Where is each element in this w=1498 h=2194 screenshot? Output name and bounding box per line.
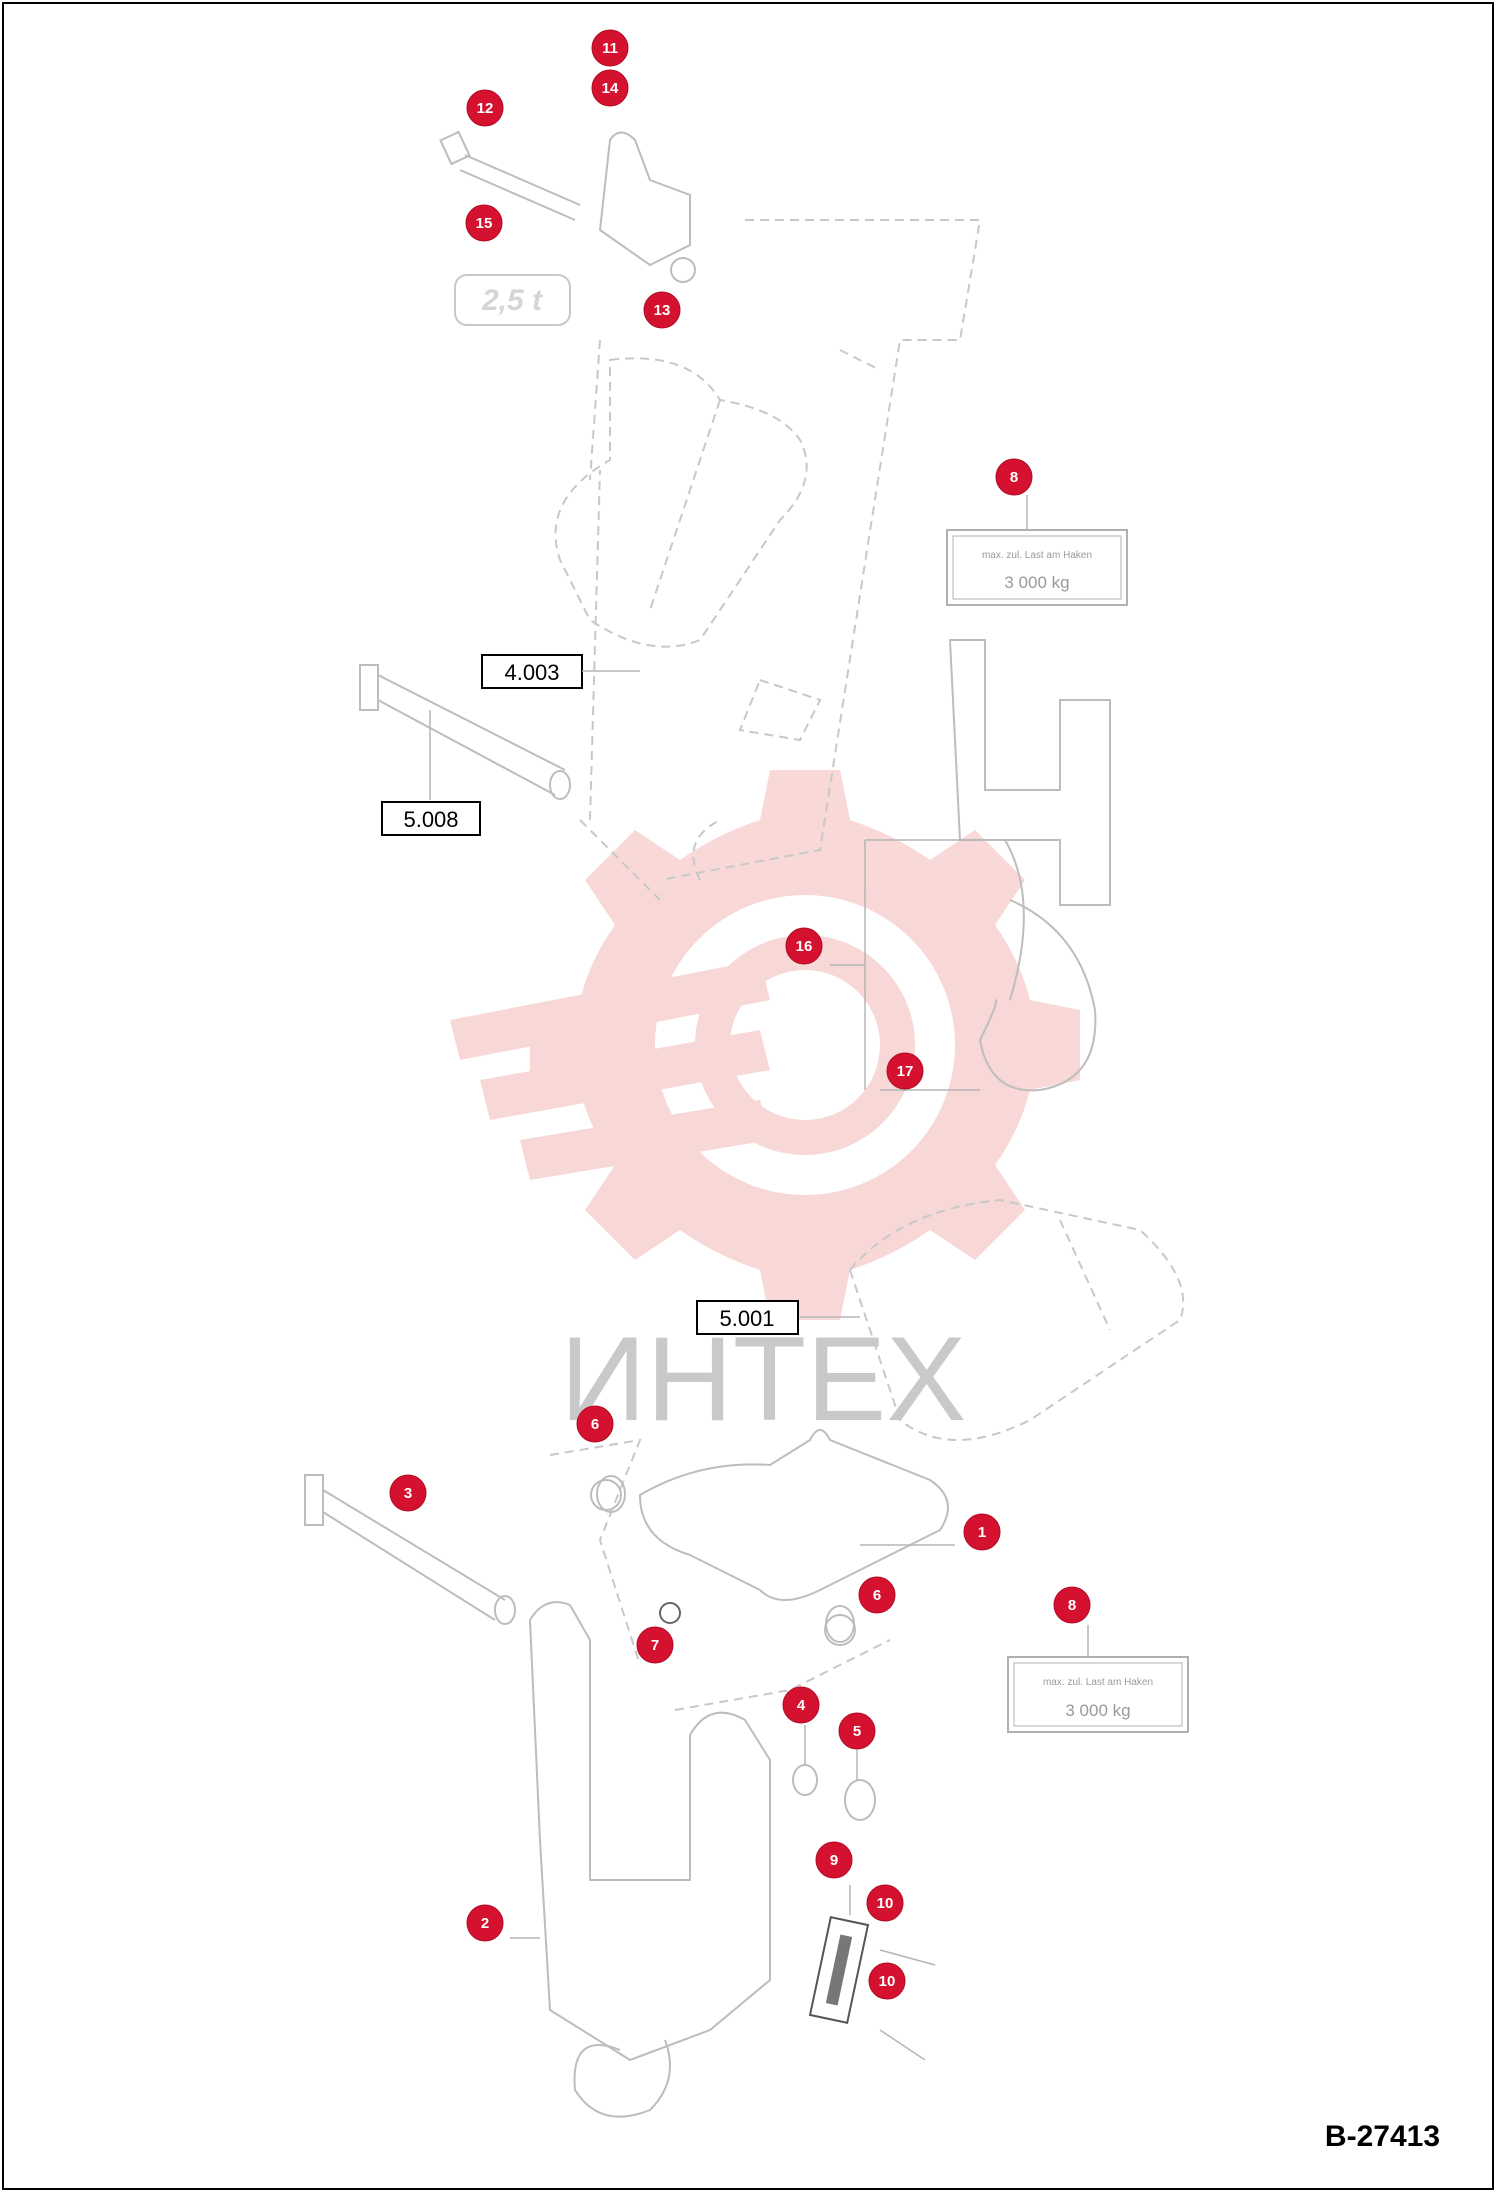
callout-15[interactable]: 15	[465, 204, 503, 242]
callout-12[interactable]: 12	[466, 89, 504, 127]
callout-8-upper[interactable]: 8	[995, 458, 1033, 496]
svg-text:8: 8	[1010, 469, 1018, 486]
callout-3[interactable]: 3	[389, 1474, 427, 1512]
svg-text:12: 12	[477, 100, 494, 117]
svg-text:1: 1	[978, 1524, 986, 1541]
svg-text:5.001: 5.001	[719, 1306, 774, 1331]
callout-4[interactable]: 4	[782, 1686, 820, 1724]
svg-text:3 000 kg: 3 000 kg	[1004, 573, 1069, 592]
washer-ring	[792, 1725, 876, 1821]
svg-text:13: 13	[654, 302, 671, 319]
svg-text:10: 10	[879, 1973, 896, 1990]
callout-10-upper[interactable]: 10	[866, 1884, 904, 1922]
reference-4003[interactable]: 4.003	[481, 654, 640, 689]
hook-assembly	[830, 639, 1111, 1092]
callout-7[interactable]: 7	[636, 1626, 674, 1664]
reference-5008[interactable]: 5.008	[381, 801, 481, 836]
watermark-logo	[450, 770, 1080, 1320]
pin-lower	[304, 1474, 516, 1625]
load-plate-upper: max. zul. Last am Haken 3 000 kg	[946, 495, 1128, 606]
svg-text:2: 2	[481, 1915, 489, 1932]
svg-text:9: 9	[830, 1852, 838, 1869]
pin-5008	[359, 664, 571, 800]
drawing-number: B-27413	[1324, 2120, 1440, 2153]
reference-5001[interactable]: 5.001	[696, 1300, 799, 1335]
callout-5[interactable]: 5	[838, 1712, 876, 1750]
svg-text:4.003: 4.003	[504, 660, 559, 685]
capacity-badge: 2,5 t	[454, 274, 571, 326]
svg-text:17: 17	[897, 1063, 914, 1080]
svg-text:10: 10	[877, 1895, 894, 1912]
callout-11[interactable]: 11	[591, 29, 629, 67]
callout-8-lower[interactable]: 8	[1053, 1586, 1091, 1624]
mounting-bracket	[439, 130, 696, 283]
callout-10-lower[interactable]: 10	[868, 1962, 906, 2000]
link-assembly	[549, 1429, 955, 1711]
svg-text:6: 6	[873, 1587, 881, 1604]
svg-text:3: 3	[404, 1485, 412, 1502]
clevis-hook	[510, 1601, 771, 2118]
svg-text:max. zul. Last am Haken: max. zul. Last am Haken	[1043, 1677, 1153, 1688]
svg-text:5: 5	[853, 1723, 861, 1740]
callout-9[interactable]: 9	[815, 1841, 853, 1879]
callout-6-upper[interactable]: 6	[576, 1405, 614, 1443]
quick-coupler	[800, 1198, 1185, 1441]
boom-assembly	[554, 219, 982, 901]
svg-text:3 000 kg: 3 000 kg	[1065, 1701, 1130, 1720]
svg-text:2,5 t: 2,5 t	[481, 284, 544, 317]
svg-text:8: 8	[1068, 1597, 1076, 1614]
svg-text:5.008: 5.008	[403, 807, 458, 832]
callout-2[interactable]: 2	[466, 1904, 504, 1942]
load-plate-lower: max. zul. Last am Haken 3 000 kg	[1007, 1625, 1189, 1733]
svg-text:16: 16	[796, 938, 813, 955]
type-plate	[808, 1885, 936, 2061]
callout-16[interactable]: 16	[785, 927, 823, 965]
svg-text:7: 7	[651, 1637, 659, 1654]
svg-text:15: 15	[476, 215, 493, 232]
bushings	[596, 1475, 855, 1643]
svg-text:11: 11	[602, 40, 618, 57]
callout-6-lower[interactable]: 6	[858, 1576, 896, 1614]
svg-text:14: 14	[602, 80, 619, 97]
callout-13[interactable]: 13	[643, 291, 681, 329]
callout-14[interactable]: 14	[591, 69, 629, 107]
svg-text:max. zul. Last am Haken: max. zul. Last am Haken	[982, 550, 1092, 561]
svg-text:6: 6	[591, 1416, 599, 1433]
callout-1[interactable]: 1	[963, 1513, 1001, 1551]
svg-text:4: 4	[797, 1697, 806, 1714]
callout-17[interactable]: 17	[886, 1052, 924, 1090]
